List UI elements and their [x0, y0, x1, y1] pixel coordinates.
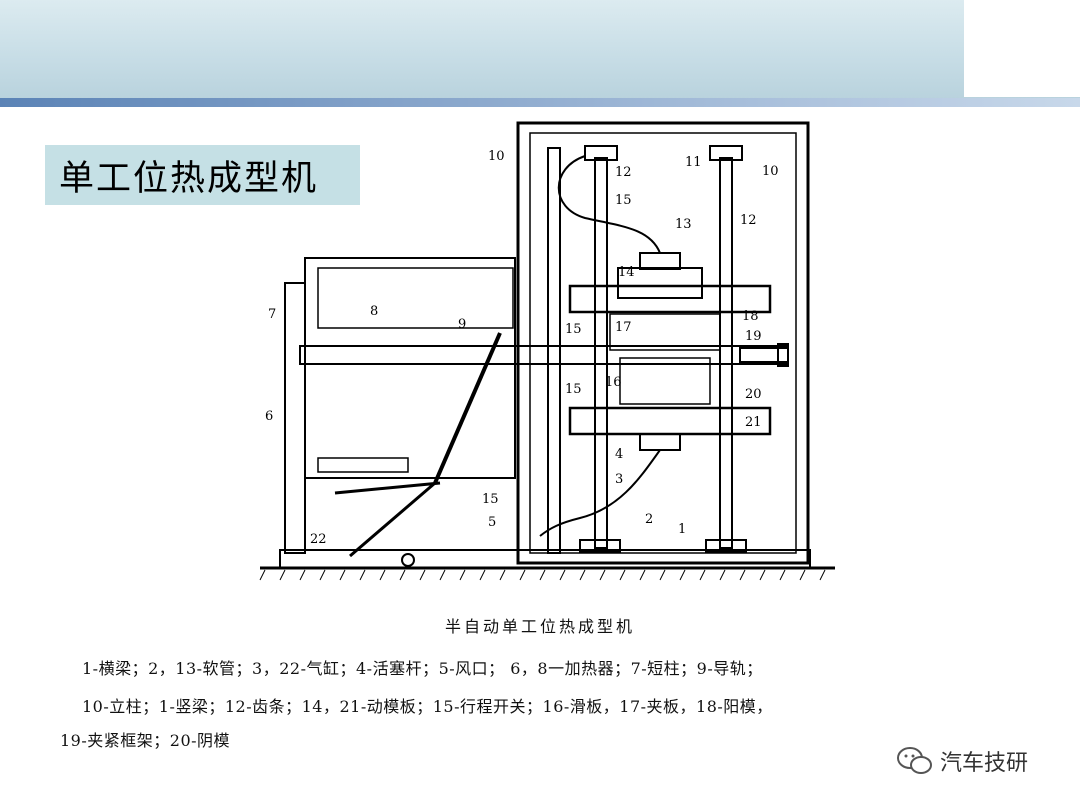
- label-1: 1: [678, 522, 686, 537]
- label-2: 2: [645, 512, 653, 527]
- legend-line-3: 19-夹紧框架；20-阴模: [60, 731, 231, 750]
- label-18: 18: [742, 309, 759, 324]
- label-4: 4: [615, 447, 623, 462]
- label-21: 21: [745, 415, 762, 430]
- label-17: 17: [615, 320, 632, 335]
- label-15c: 15: [565, 382, 582, 397]
- label-9: 9: [458, 317, 466, 332]
- watermark: 汽车技研: [896, 745, 1028, 777]
- label-22: 22: [310, 532, 327, 547]
- label-8: 8: [370, 304, 378, 319]
- legend-line-2: 10-立柱；1-竖梁；12-齿条；14，21-动模板；15-行程开关；16-滑板…: [82, 697, 773, 716]
- label-12a: 12: [615, 165, 632, 180]
- label-7: 7: [268, 307, 276, 322]
- header-stripe: [0, 98, 1080, 107]
- watermark-text: 汽车技研: [940, 751, 1029, 776]
- label-20: 20: [745, 387, 762, 402]
- label-11: 11: [685, 155, 702, 170]
- label-3: 3: [615, 472, 623, 487]
- label-14: 14: [618, 265, 635, 280]
- header-corner: [964, 0, 1080, 97]
- title-box: 单工位热成型机: [45, 145, 360, 205]
- label-6: 6: [265, 409, 273, 424]
- diagram-caption: 半自动单工位热成型机: [444, 617, 635, 636]
- header-banner: [0, 0, 1080, 104]
- label-12b: 12: [740, 213, 757, 228]
- legend-line-1: 1-横梁；2，13-软管；3，22-气缸；4-活塞杆；5-风口； 6，8一加热器…: [82, 659, 763, 678]
- label-16: 16: [605, 375, 622, 390]
- label-10b: 10: [762, 164, 779, 179]
- label-19: 19: [745, 329, 762, 344]
- label-13: 13: [675, 217, 692, 232]
- label-10a: 10: [488, 149, 505, 164]
- wechat-icon: [897, 747, 932, 774]
- machine-diagram: 10 11 10 12 15 13 12 14 8 7 9 15 17 18 1…: [259, 121, 835, 581]
- label-15d: 15: [482, 492, 499, 507]
- slide-title: 单工位热成型机: [59, 158, 319, 199]
- label-5: 5: [488, 515, 496, 530]
- label-15a: 15: [615, 193, 632, 208]
- label-15b: 15: [565, 322, 582, 337]
